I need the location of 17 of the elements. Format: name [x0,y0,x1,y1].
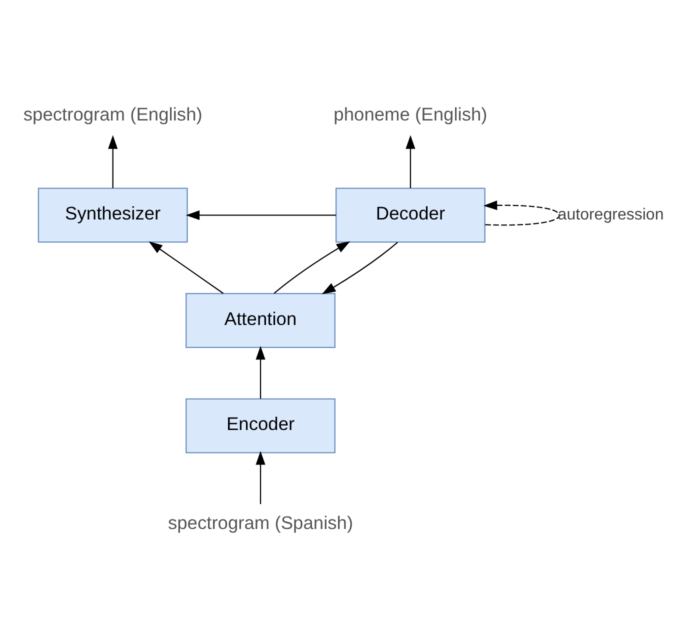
arrow [256,451,266,504]
arrow [148,241,224,294]
node-box: Decoder [336,188,486,243]
node-box: Synthesizer [38,188,188,243]
node-text: spectrogram (English) [23,104,202,125]
arrow [256,346,266,399]
arrow [274,241,350,294]
node-box: Encoder [186,398,336,454]
arrow [322,242,398,294]
arrow [186,210,336,220]
edge-label: autoregression [558,205,664,224]
arrow [483,200,560,226]
arrow [406,135,416,188]
arrow [108,135,118,188]
node-box: Attention [186,293,336,348]
node-text: phoneme (English) [334,104,488,125]
node-text: spectrogram (Spanish) [168,512,354,534]
